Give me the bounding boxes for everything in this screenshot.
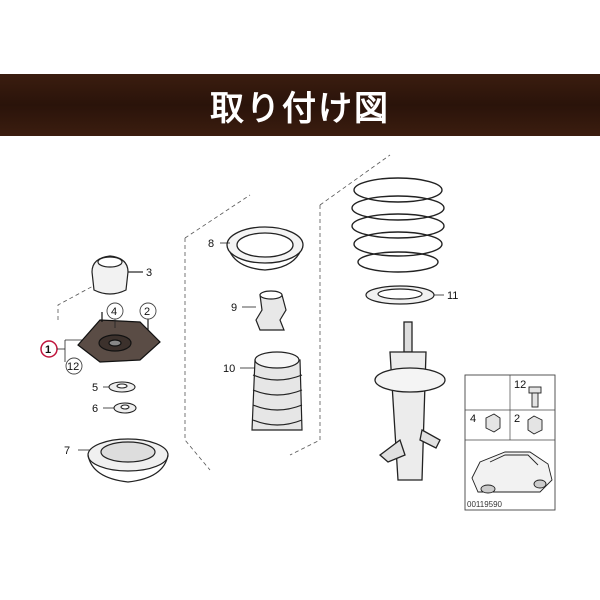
part-9-bump-stop — [255, 290, 287, 331]
part-3-cap — [91, 255, 143, 295]
callout-7: 7 — [64, 445, 70, 457]
callout-1: 1 — [45, 344, 51, 356]
callout-2-ring — [139, 302, 157, 320]
callout-12: 12 — [67, 361, 79, 373]
callout-3: 3 — [146, 267, 152, 279]
callout-11: 11 — [447, 290, 458, 302]
inset-label-2: 2 — [514, 413, 520, 425]
inset-label-12: 12 — [514, 379, 526, 391]
callout-5: 5 — [92, 382, 98, 394]
inset-label-4: 4 — [470, 413, 476, 425]
part-10-dust-boot — [251, 351, 303, 431]
callout-12-ring — [65, 357, 83, 375]
inset-car-icon — [471, 451, 553, 494]
part-5-washer — [108, 381, 136, 393]
part-8-spring-pad — [226, 226, 304, 271]
callout-2: 2 — [144, 306, 150, 318]
group-dashed-lines — [57, 154, 391, 471]
part-6-washer — [113, 402, 137, 414]
coil-spring — [351, 177, 445, 273]
callout-4: 4 — [111, 306, 117, 318]
inset-flange-nut-icon — [527, 415, 543, 435]
part-1-strut-mount — [77, 312, 161, 363]
strut-body — [374, 321, 446, 481]
part-7-spring-seat — [87, 438, 169, 483]
callout-4-ring — [106, 302, 124, 320]
inset-ref-code: 00119590 — [467, 500, 503, 509]
title-banner: 取り付け図 — [0, 74, 600, 136]
inset-bolt-icon — [528, 386, 542, 408]
inset-nut-icon — [485, 413, 501, 433]
inset-box: 12 4 2 00119590 — [464, 374, 556, 511]
callout-8: 8 — [208, 238, 214, 250]
callout-10: 10 — [223, 363, 235, 375]
callout-9: 9 — [231, 302, 237, 314]
callout-6: 6 — [92, 403, 98, 415]
leader-lines — [78, 242, 444, 451]
banner-title: 取り付け図 — [210, 88, 390, 129]
part-11-lower-pad — [365, 285, 435, 305]
